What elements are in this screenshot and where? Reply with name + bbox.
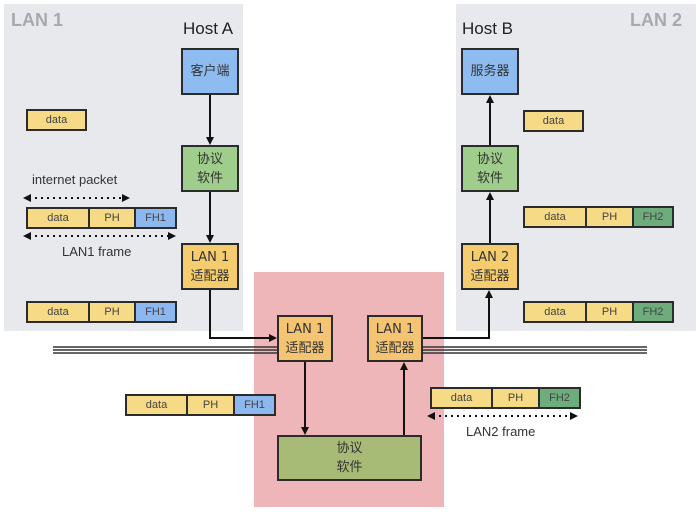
fh1-cell: FH1	[134, 303, 175, 321]
data-cell: data	[127, 396, 186, 414]
lan2-title: LAN 2	[630, 10, 683, 30]
router-right-adapter: LAN 1 适配器	[367, 315, 423, 362]
fh2-cell: FH2	[538, 389, 579, 407]
data-cell: data	[28, 209, 88, 227]
host-b-title: Host B	[462, 19, 514, 38]
data-cell: data	[525, 112, 582, 130]
server-box: 服务器	[461, 48, 519, 95]
fh2-cell: FH2	[632, 303, 672, 321]
lan1-packet-lower: data PH FH1	[26, 301, 177, 323]
router-left-adapter: LAN 1 适配器	[277, 315, 333, 362]
lan1-frame-label: LAN1 frame	[62, 244, 132, 259]
host-a-protocol-box: 协议 软件	[181, 145, 239, 192]
lan2-frame-label: LAN2 frame	[466, 424, 536, 439]
fh1-cell: FH1	[134, 209, 175, 227]
lan1-data-block: data	[26, 109, 87, 131]
ph-cell: PH	[88, 209, 134, 227]
data-cell: data	[525, 208, 585, 226]
data-cell: data	[525, 303, 585, 321]
ph-cell: PH	[186, 396, 233, 414]
arrow-adapter-a-to-router	[209, 290, 277, 342]
lan2-bus	[423, 346, 647, 354]
lan1-bus	[53, 346, 277, 354]
lan2-packet-lower: data PH FH2	[523, 301, 674, 323]
ph-cell: PH	[585, 208, 632, 226]
internet-packet-label: internet packet	[32, 172, 118, 187]
router-incoming-packet: data PH FH1	[125, 394, 276, 416]
data-cell: data	[432, 389, 491, 407]
router-protocol-box: 协议 软件	[277, 435, 422, 481]
data-cell: data	[28, 303, 88, 321]
lan1-title: LAN 1	[11, 10, 64, 30]
ph-cell: PH	[585, 303, 632, 321]
arrow-router-to-adapter-b	[423, 290, 493, 339]
router-outgoing-packet: data PH FH2	[430, 387, 581, 409]
lan1-packet-upper: data PH FH1	[26, 207, 177, 229]
fh1-cell: FH1	[233, 396, 274, 414]
data-cell: data	[28, 111, 85, 129]
host-b-protocol-box: 协议 软件	[461, 145, 519, 192]
ph-cell: PH	[491, 389, 538, 407]
client-box: 客户端	[181, 48, 239, 95]
host-a-title: Host A	[183, 19, 234, 38]
lan2-data-block: data	[523, 110, 584, 132]
fh2-cell: FH2	[632, 208, 672, 226]
host-a-lan1-adapter: LAN 1 适配器	[181, 243, 239, 290]
lan2-packet-upper: data PH FH2	[523, 206, 674, 228]
host-b-lan2-adapter: LAN 2 适配器	[461, 243, 519, 290]
ph-cell: PH	[88, 303, 134, 321]
